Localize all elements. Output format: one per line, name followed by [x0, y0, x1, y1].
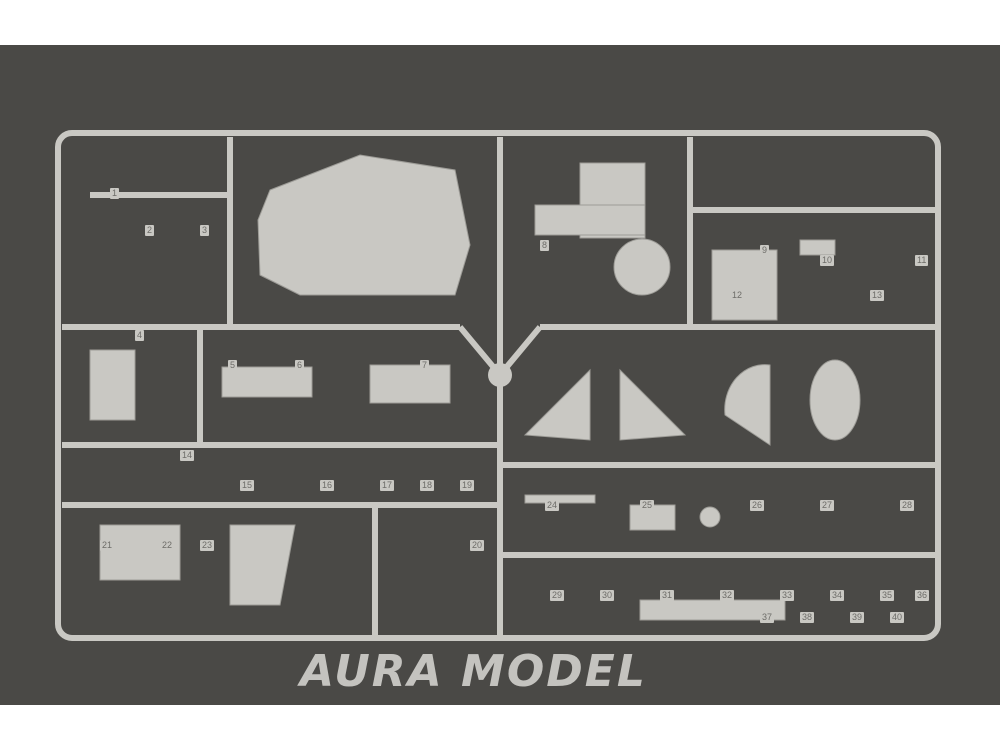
part-number-tag: 14	[180, 450, 195, 461]
part-number-tag: 2	[145, 225, 155, 236]
part-number-tag: 9	[760, 245, 770, 256]
sprue-photo	[0, 45, 1000, 705]
part-number-tag: 17	[380, 480, 395, 491]
part-number-tag: 4	[135, 330, 145, 341]
part-number-tag: 25	[640, 500, 655, 511]
part-number-tag: 18	[420, 480, 435, 491]
part-number-tag: 26	[750, 500, 765, 511]
part-number-tag: 19	[460, 480, 475, 491]
part-number-tag: 34	[830, 590, 845, 601]
watermark: AURA MODEL	[300, 646, 647, 697]
part-number-tag: 31	[660, 590, 675, 601]
part-number-tag: 11	[915, 255, 929, 266]
part-number-tag: 21	[100, 540, 115, 551]
sprue-hub	[488, 363, 512, 387]
part-number-tag: 37	[760, 612, 775, 623]
part-number-tag: 30	[600, 590, 615, 601]
part-number-tag: 38	[800, 612, 815, 623]
part-number-tag: 23	[200, 540, 215, 551]
part-number-tag: 16	[320, 480, 335, 491]
part-number-tag: 13	[870, 290, 885, 301]
part-number-tag: 6	[295, 360, 305, 371]
part-number-tag: 28	[900, 500, 915, 511]
part-number-tag: 22	[160, 540, 175, 551]
part-number-tag: 29	[550, 590, 565, 601]
part-number-tag: 36	[915, 590, 930, 601]
part-number-tag: 10	[820, 255, 835, 266]
kit-parts	[89, 154, 861, 621]
part-number-tag: 3	[200, 225, 210, 236]
part-number-tag: 5	[228, 360, 238, 371]
part-number-tag: 1	[110, 188, 120, 199]
part-number-tag: 8	[540, 240, 550, 251]
part-number-tag: 12	[730, 290, 745, 301]
bottom-margin	[0, 705, 1000, 750]
part-number-tag: 24	[545, 500, 560, 511]
part-number-tag: 32	[720, 590, 735, 601]
part-number-tag: 35	[880, 590, 895, 601]
sprue-frame	[55, 130, 941, 641]
part-number-tag: 27	[820, 500, 835, 511]
part-number-tag: 33	[780, 590, 795, 601]
part-number-tag: 40	[890, 612, 905, 623]
part-number-tag: 20	[470, 540, 485, 551]
part-number-tag: 15	[240, 480, 255, 491]
part-number-tag: 7	[420, 360, 430, 371]
sprue-drawing	[55, 130, 941, 641]
part-number-tag: 39	[850, 612, 865, 623]
